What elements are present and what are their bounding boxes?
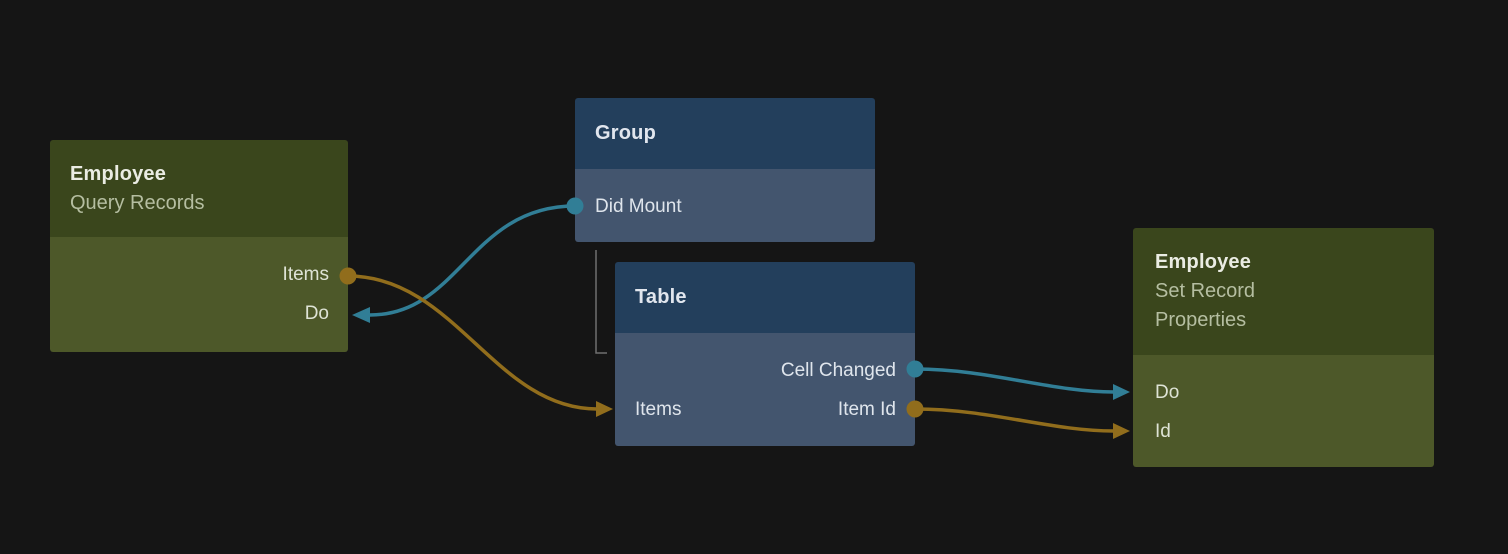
port-row-did-mount[interactable]: Did Mount [595,192,856,221]
arrowhead-id-right [1113,423,1130,439]
node-body: Items Do [50,237,348,352]
node-title: Table [635,286,687,308]
node-subtitle: Query Records [70,191,205,214]
port-row-items[interactable]: Items [70,260,329,289]
node-title: Employee [70,162,167,185]
node-title: Group [595,122,656,144]
node-header: Group [575,98,875,169]
connection-items-to-items[interactable] [346,274,599,411]
node-group[interactable]: Group Did Mount [575,98,875,242]
node-subtitle: Set Record Properties [1155,280,1256,331]
node-header: Table [615,262,915,333]
node-table[interactable]: Table Cell Changed Items Item Id [615,262,915,446]
arrowhead-items [596,401,613,417]
port-label-id[interactable]: Id [1155,420,1171,442]
node-employee-query-records[interactable]: Employee Query Records Items Do [50,140,348,352]
node-header: Employee Query Records [50,140,348,237]
node-body: Do Id [1133,355,1434,467]
connection-did-mount-to-do[interactable] [368,204,577,317]
node-body: Cell Changed Items Item Id [615,333,915,446]
connection-cell-changed-to-do[interactable] [913,367,1116,394]
connection-item-id-to-id[interactable] [913,407,1116,433]
port-row-cell-changed[interactable]: Cell Changed [635,356,896,385]
node-body: Did Mount [575,169,875,242]
port-label-items[interactable]: Items [282,263,329,285]
node-header: Employee Set Record Properties [1133,228,1434,355]
port-label-item-id[interactable]: Item Id [837,398,896,420]
port-label-cell-changed[interactable]: Cell Changed [780,359,896,381]
port-row-id[interactable]: Id [1155,417,1415,446]
port-label-do[interactable]: Do [1155,381,1180,403]
port-label-items[interactable]: Items [635,398,682,420]
arrowhead-do-right [1113,384,1130,400]
port-row-items-itemid[interactable]: Items Item Id [635,395,896,424]
node-employee-set-record-properties[interactable]: Employee Set Record Properties Do Id [1133,228,1434,467]
port-row-do[interactable]: Do [1155,378,1415,407]
arrowhead-do [352,307,370,323]
port-row-do[interactable]: Do [70,299,329,328]
port-label-do[interactable]: Do [304,302,329,324]
port-label-did-mount[interactable]: Did Mount [595,195,682,217]
hierarchy-connector-group-table [595,250,607,354]
node-title: Employee [1155,251,1252,273]
